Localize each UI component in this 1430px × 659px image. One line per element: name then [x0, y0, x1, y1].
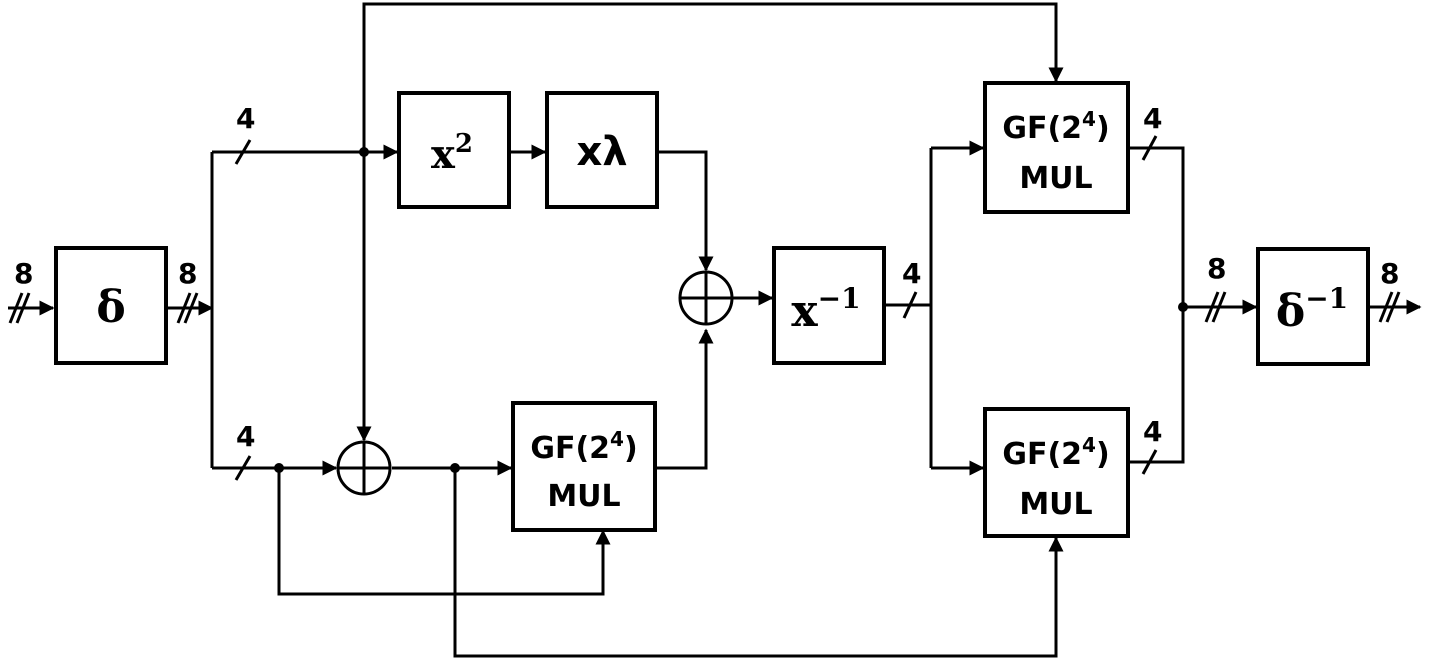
- bus-slash-delta-out-b: [183, 292, 199, 324]
- bus-width-mul-top: 4: [1143, 102, 1162, 135]
- xor-left: [336, 440, 392, 496]
- bus-width-mul-bottom: 4: [1143, 415, 1162, 448]
- gf-mul-top-line2: MUL: [1019, 161, 1092, 196]
- gf-mul-lower-line2: MUL: [547, 479, 620, 514]
- bus-slash-input-b: [15, 292, 31, 324]
- delta-inverse-block: δ−1: [1256, 247, 1370, 366]
- lambda-multiplier-block: xλ: [545, 91, 659, 209]
- gf-mul-bottom-line1: GF(24): [1002, 433, 1109, 472]
- junction-dot-upper: [359, 147, 369, 157]
- inverse-label: x−1: [791, 282, 860, 337]
- bus-slash-lower: [234, 455, 252, 481]
- bus-slash-output-b: [1385, 291, 1401, 323]
- square-block: x2: [397, 91, 511, 209]
- gf-mul-top-line1: GF(24): [1002, 107, 1109, 146]
- wire-lambda-to-xor: [658, 150, 714, 272]
- junction-dot-merge: [1178, 302, 1188, 312]
- bus-slash-upper: [234, 139, 252, 165]
- lambda-label: xλ: [576, 129, 627, 175]
- wire-bottom-loop: [453, 468, 1064, 658]
- bus-slash-delta-out-a: [176, 292, 192, 324]
- gf-mul-block-bottom: GF(24) MUL: [983, 407, 1130, 538]
- bus-width-input: 8: [14, 257, 33, 290]
- gf-mul-bottom-line2: MUL: [1019, 487, 1092, 522]
- bus-slash-mul-top: [1141, 135, 1158, 161]
- junction-dot-lower-mid: [450, 463, 460, 473]
- delta-label: δ: [96, 282, 125, 333]
- bus-width-inverse-out: 4: [902, 257, 921, 290]
- bus-slash-input-a: [8, 292, 24, 324]
- delta-inverse-label: δ−1: [1276, 282, 1348, 337]
- junction-dot-lower-left: [274, 463, 284, 473]
- wire-top-feedback: [362, 2, 1064, 152]
- bus-slash-output-a: [1378, 291, 1394, 323]
- bus-width-pre-delta-inv: 8: [1207, 252, 1226, 285]
- inverse-block: x−1: [772, 246, 886, 365]
- gf-mul-block-lower: GF(24) MUL: [511, 401, 657, 532]
- delta-block: δ: [54, 246, 168, 365]
- bus-width-lower: 4: [236, 420, 255, 453]
- xor-center: [678, 270, 734, 326]
- wire-mul-to-xor: [657, 328, 714, 470]
- gf-mul-lower-line1: GF(24): [530, 427, 637, 466]
- bus-slash-pre-delta-inv-a: [1204, 291, 1220, 323]
- bus-width-upper: 4: [236, 102, 255, 135]
- gf-mul-block-top: GF(24) MUL: [983, 81, 1130, 214]
- wire-lower-loop: [277, 468, 611, 596]
- bus-slash-inverse-out: [902, 291, 918, 319]
- square-label: x2: [431, 129, 473, 178]
- bus-slash-mul-bottom: [1141, 449, 1158, 475]
- bus-width-delta-out: 8: [178, 257, 197, 290]
- bus-slash-pre-delta-inv-b: [1211, 291, 1227, 323]
- bus-width-output: 8: [1380, 257, 1399, 290]
